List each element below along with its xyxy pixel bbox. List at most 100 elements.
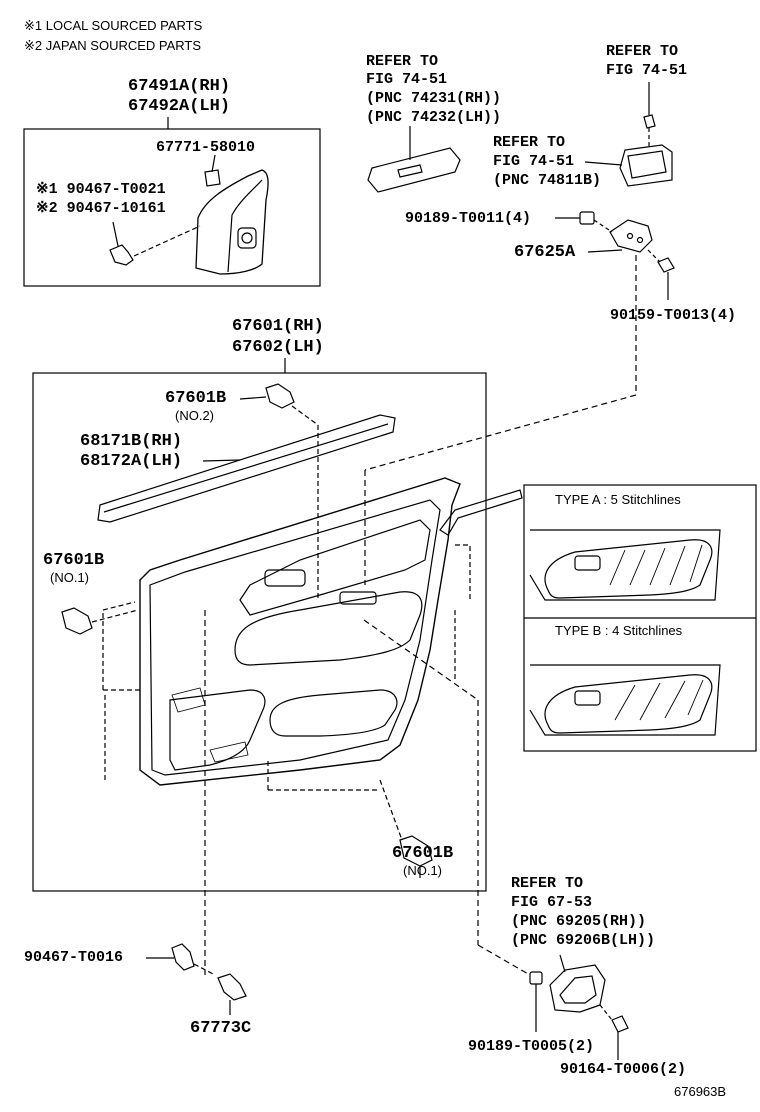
label-90164-t0006: 90164-T0006(2) (560, 1061, 687, 1078)
label-67601b-left: 67601B (43, 551, 105, 570)
leader-67625 (587, 249, 623, 253)
dash-bracket-to-panel (364, 394, 637, 471)
dash-panel-to-handle (363, 619, 479, 701)
label-67602-lh: 67602(LH) (232, 338, 324, 357)
inside-handle-69205 (549, 964, 606, 1013)
note-japan-sourced: ※2 JAPAN SOURCED PARTS (24, 38, 202, 53)
nut-90189-top (579, 211, 595, 225)
ref1-line1: REFER TO (366, 53, 439, 70)
switch-base-74231 (367, 147, 461, 193)
screw-top-right (643, 114, 656, 129)
clip-67601b-bottom (399, 835, 433, 867)
lower-inset (269, 689, 398, 737)
label-67601b-bottom: 67601B (392, 844, 454, 863)
ref3-line2: FIG 74-51 (493, 153, 575, 170)
ref2-line2: FIG 74-51 (606, 62, 688, 79)
weatherstrip-line (103, 423, 389, 513)
label-90467-t0016: 90467-T0016 (24, 949, 124, 966)
dash-screw-box (133, 225, 201, 257)
note-local-sourced: ※1 LOCAL SOURCED PARTS (24, 18, 203, 33)
clip-67773c (217, 973, 247, 1001)
dash-screw-clip (193, 963, 216, 976)
label-90189-t0005: 90189-T0005(2) (468, 1038, 595, 1055)
ref3-line3: (PNC 74811B) (493, 172, 602, 189)
label-type-b: TYPE B : 4 Stitchlines (555, 623, 683, 638)
label-68172a: 68172A(LH) (80, 452, 183, 471)
leader-pull-cup (584, 161, 623, 166)
bracket-hole-1 (626, 232, 634, 240)
screw-90159 (657, 257, 675, 273)
door-panel-inner (149, 499, 441, 776)
leader-68171 (202, 459, 241, 462)
label-90467-10161: ※2 90467-10161 (36, 200, 166, 217)
ref4-line1: REFER TO (511, 875, 584, 892)
clip-67771 (204, 169, 221, 187)
dash-left-clips (102, 601, 140, 691)
door-trim-panel (139, 477, 461, 786)
callout-arrow (439, 489, 523, 536)
dash-bracket-screw (647, 249, 661, 263)
label-67773c: 67773C (190, 1019, 252, 1038)
door-pocket (169, 689, 266, 771)
clip-67601b-top (265, 383, 295, 409)
leader-67771 (211, 154, 216, 173)
armrest (234, 591, 423, 666)
label-no2: (NO.2) (175, 408, 214, 423)
ref1-line3: (PNC 74231(RH)) (366, 90, 502, 107)
handle-recess (264, 569, 306, 587)
weatherstrip-68171 (97, 414, 396, 523)
type-a-handle (574, 555, 601, 571)
dash-clip-left (91, 609, 139, 623)
dash-clip-top (291, 405, 319, 426)
type-b-panel (529, 664, 721, 736)
ref4-line3: (PNC 69205(RH)) (511, 913, 647, 930)
garnish-window (237, 227, 257, 249)
speaker-grille-upper (171, 687, 206, 713)
label-90189-t0011: 90189-T0011(4) (405, 210, 532, 227)
label-no1-bottom: (NO.1) (403, 863, 442, 878)
dash-to-nut (477, 944, 531, 976)
label-67625a: 67625A (514, 243, 576, 262)
door-garnish-part (195, 169, 269, 275)
label-90159-t0013: 90159-T0013(4) (610, 307, 737, 324)
garnish-knob (241, 232, 253, 244)
label-67491a: 67491A(RH) (128, 77, 231, 96)
label-90467-t0021: ※1 90467-T0021 (36, 181, 166, 198)
screw-90467-t0016 (171, 943, 195, 971)
armrest-switch (339, 591, 377, 605)
dash-clip-bottom (379, 779, 403, 841)
label-68171b: 68171B(RH) (80, 432, 183, 451)
leader-inside-handle (559, 954, 566, 973)
dash-right-clips (454, 544, 471, 680)
ref1-line4: (PNC 74232(LH)) (366, 109, 502, 126)
label-67492a: 67492A(LH) (128, 97, 231, 116)
type-a-armrest (544, 539, 713, 599)
label-type-a: TYPE A : 5 Stitchlines (555, 492, 681, 507)
assembly-box-67491 (23, 128, 321, 287)
switch-button (397, 164, 423, 178)
garnish-edge (227, 179, 263, 273)
inside-handle-lever (559, 975, 597, 1004)
ref2-line1: REFER TO (606, 43, 679, 60)
speaker-grille-lower (209, 741, 249, 763)
ref4-line2: FIG 67-53 (511, 894, 593, 911)
type-a-panel (529, 529, 721, 601)
bracket-hole-2 (636, 236, 644, 244)
ref1-line2: FIG 74-51 (366, 71, 448, 88)
screw-90467-box (109, 244, 134, 266)
diagram-number: 676963B (674, 1084, 727, 1099)
label-no1-left: (NO.1) (50, 570, 89, 585)
dash-handle-screw (599, 1004, 613, 1021)
screw-90164 (611, 1015, 629, 1033)
dash-bottom-clips (267, 760, 380, 791)
nut-90189-t0005 (529, 971, 543, 985)
type-b-stitchlines (614, 679, 704, 721)
pull-cup-74811 (619, 144, 673, 187)
label-67771: 67771-58010 (156, 139, 256, 156)
leader-clip-top (239, 396, 267, 400)
leader-90467-box (112, 221, 119, 247)
label-67601b-top: 67601B (165, 389, 227, 408)
ref4-line4: (PNC 69206B(LH)) (511, 932, 656, 949)
type-a-stitchlines (609, 544, 703, 586)
